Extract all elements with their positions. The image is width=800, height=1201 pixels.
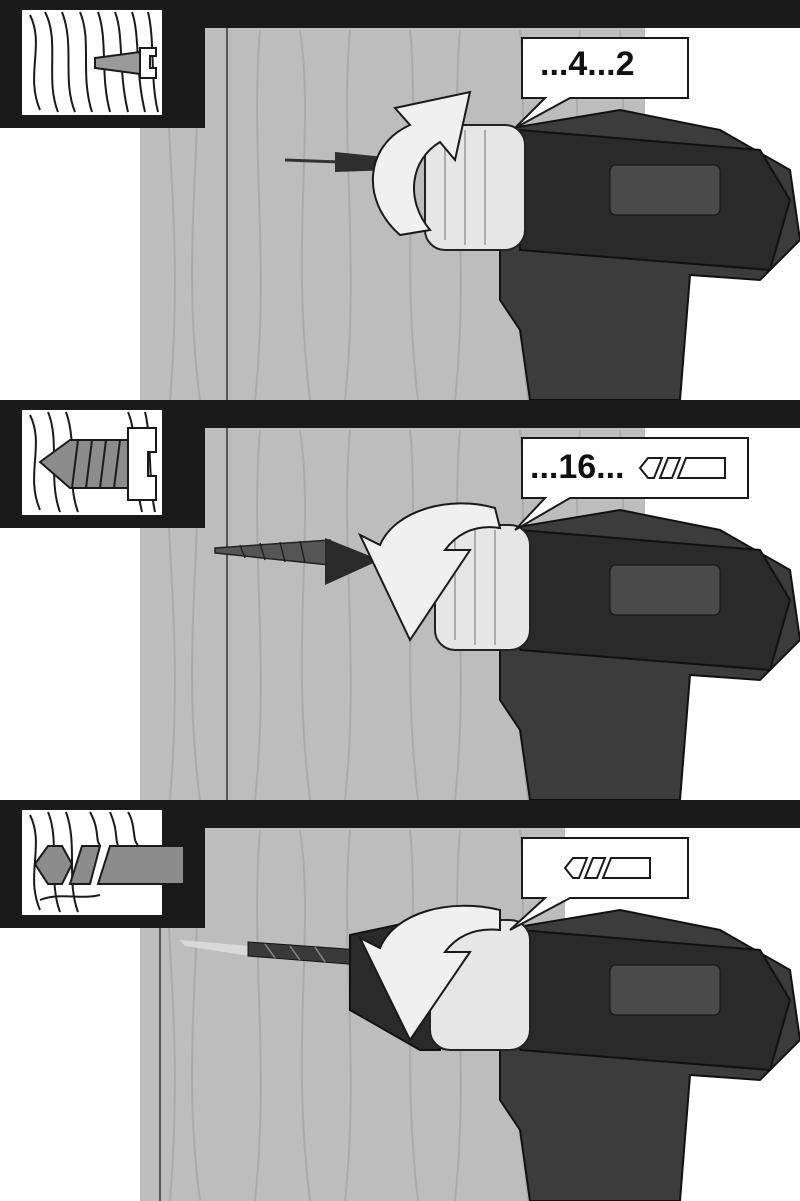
panel-screw-small: ...4...2 xyxy=(0,0,800,400)
small-screw-in-wood-icon xyxy=(0,0,205,128)
callout-setting-text: ...4...2 xyxy=(540,45,635,84)
panel-screw-large: ...16... xyxy=(0,400,800,800)
drill-chuck xyxy=(425,125,525,250)
panel-drill-bit xyxy=(0,800,800,1201)
large-screw-in-wood-icon xyxy=(0,400,205,528)
drill-bit-in-wood-icon xyxy=(0,800,205,928)
callout-setting-text: ...16... xyxy=(530,448,625,487)
